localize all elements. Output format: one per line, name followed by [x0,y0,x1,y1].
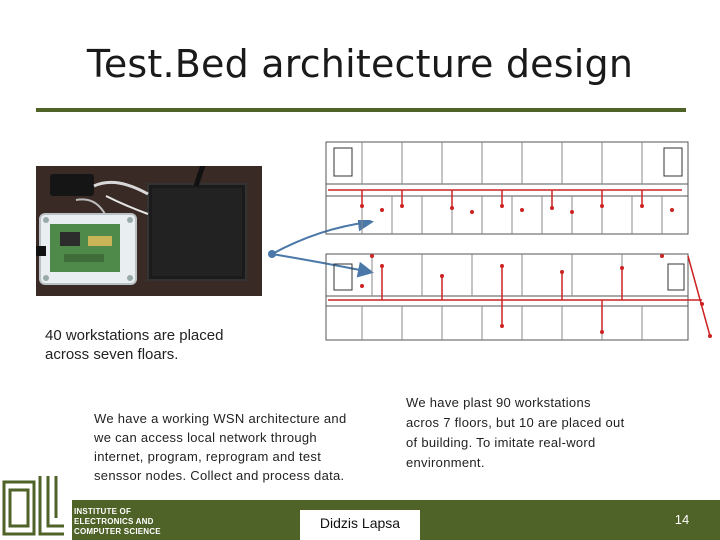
slide-title: Test.Bed architecture design [86,42,634,86]
connection-arrows [268,220,374,278]
middle-text-line: internet, program, reprogram and test [94,449,322,464]
middle-text-line: We have a working WSN architecture and [94,411,347,426]
middle-text-line: we can access local network through [94,430,317,445]
institute-name: INSTITUTE OF ELECTRONICS AND COMPUTER SC… [74,507,161,537]
institute-logo [0,472,72,540]
left-caption: 40 workstations are placed across seven … [45,326,285,364]
hardware-photo [36,166,262,296]
left-caption-line: across seven floars. [45,346,179,363]
middle-text-line: senssor nodes. Collect and process data. [94,468,345,483]
institute-line: ELECTRONICS AND [74,517,154,526]
left-caption-line: 40 workstations are placed [45,327,224,344]
right-text-line: We have plast 90 workstations [406,395,591,410]
page-number: 14 [674,512,690,527]
title-underline [36,108,686,112]
middle-text: We have a working WSN architecture and w… [94,409,384,485]
right-text-line: environment. [406,455,485,470]
right-text-line: acros 7 floors, but 10 are placed out [406,415,625,430]
floor-plan-diagram [325,141,712,341]
author-name: Didzis Lapsa [300,510,420,540]
right-text-line: of building. To imitate real-word [406,435,596,450]
institute-line: INSTITUTE OF [74,507,132,516]
right-text: We have plast 90 workstations acros 7 fl… [406,393,656,473]
institute-line: COMPUTER SCIENCE [74,527,161,536]
